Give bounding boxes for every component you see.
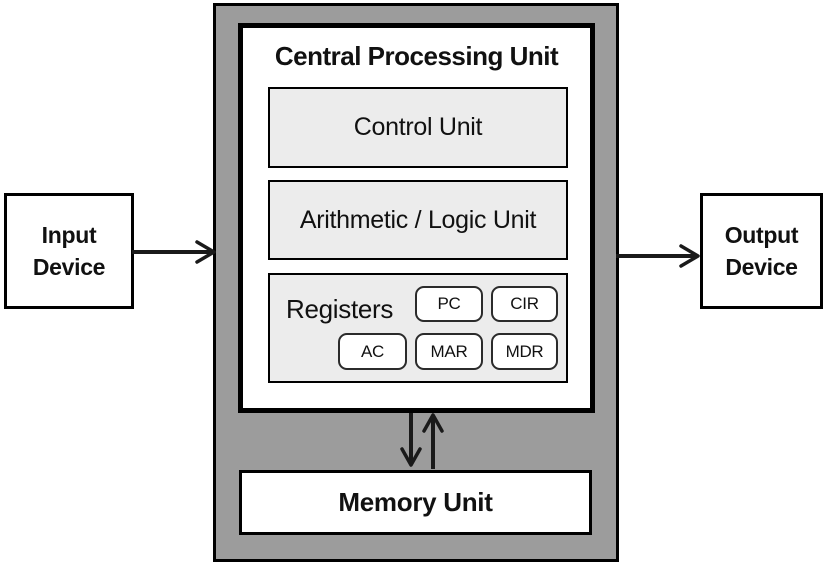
register-mar-label: MAR: [430, 341, 468, 361]
registers-box: Registers PC CIR AC MAR MDR: [268, 273, 568, 383]
register-cir: CIR: [491, 286, 558, 322]
input-device-label: Input Device: [32, 221, 106, 280]
register-cir-label: CIR: [510, 294, 539, 313]
register-mdr: MDR: [491, 333, 558, 370]
cpu-box: Central Processing Unit Control Unit Ari…: [238, 23, 595, 413]
output-device-label: Output Device: [724, 221, 799, 280]
register-mar: MAR: [415, 333, 483, 370]
memory-to-cpu-arrow: [422, 413, 444, 469]
register-pc-label: PC: [437, 294, 461, 313]
alu-label: Arithmetic / Logic Unit: [299, 205, 537, 234]
control-unit-label: Control Unit: [353, 113, 483, 141]
register-ac: AC: [338, 333, 407, 370]
alu-box: Arithmetic / Logic Unit: [268, 180, 568, 260]
input-to-system-arrow: [132, 240, 216, 264]
system-to-output-arrow: [616, 244, 700, 268]
cpu-title: Central Processing Unit: [274, 41, 559, 71]
output-device-box: Output Device: [700, 193, 823, 309]
cpu-to-memory-arrow: [400, 413, 422, 467]
memory-unit-label: Memory Unit: [338, 487, 493, 517]
register-pc: PC: [415, 286, 483, 322]
register-mdr-label: MDR: [505, 341, 544, 361]
input-device-box: Input Device: [4, 193, 134, 309]
control-unit-box: Control Unit: [268, 87, 568, 168]
memory-unit-box: Memory Unit: [239, 470, 592, 535]
registers-label: Registers: [286, 293, 394, 324]
register-ac-label: AC: [360, 341, 385, 361]
